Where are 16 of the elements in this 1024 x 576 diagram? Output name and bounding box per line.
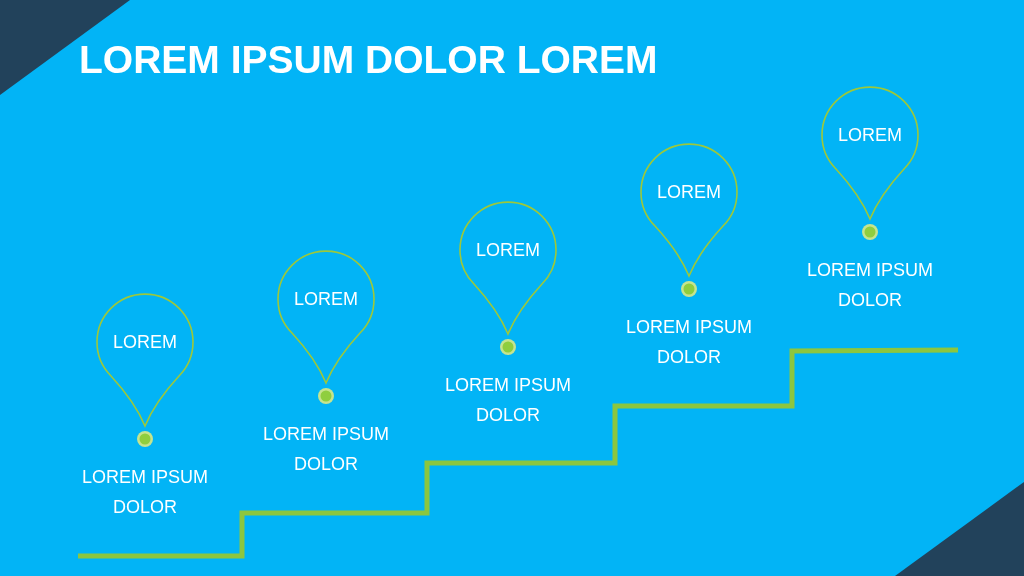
pin-caption: LOREM IPSUM DOLOR — [262, 423, 390, 476]
pin-caption: LOREM IPSUM DOLOR — [81, 466, 209, 519]
map-pin — [278, 253, 374, 385]
map-pin — [460, 204, 556, 336]
pin-label: LOREM — [294, 288, 358, 311]
map-pin — [822, 89, 918, 221]
map-pin — [97, 296, 193, 428]
pin-label: LOREM — [476, 239, 540, 262]
pin-label: LOREM — [657, 181, 721, 204]
slide-title: LOREM IPSUM DOLOR LOREM — [79, 38, 658, 82]
pin-label: LOREM — [838, 124, 902, 147]
pin-label: LOREM — [113, 331, 177, 354]
pin-caption: LOREM IPSUM DOLOR — [444, 374, 572, 427]
pin-caption: LOREM IPSUM DOLOR — [625, 316, 753, 369]
map-pin — [641, 146, 737, 278]
pin-caption: LOREM IPSUM DOLOR — [806, 259, 934, 312]
